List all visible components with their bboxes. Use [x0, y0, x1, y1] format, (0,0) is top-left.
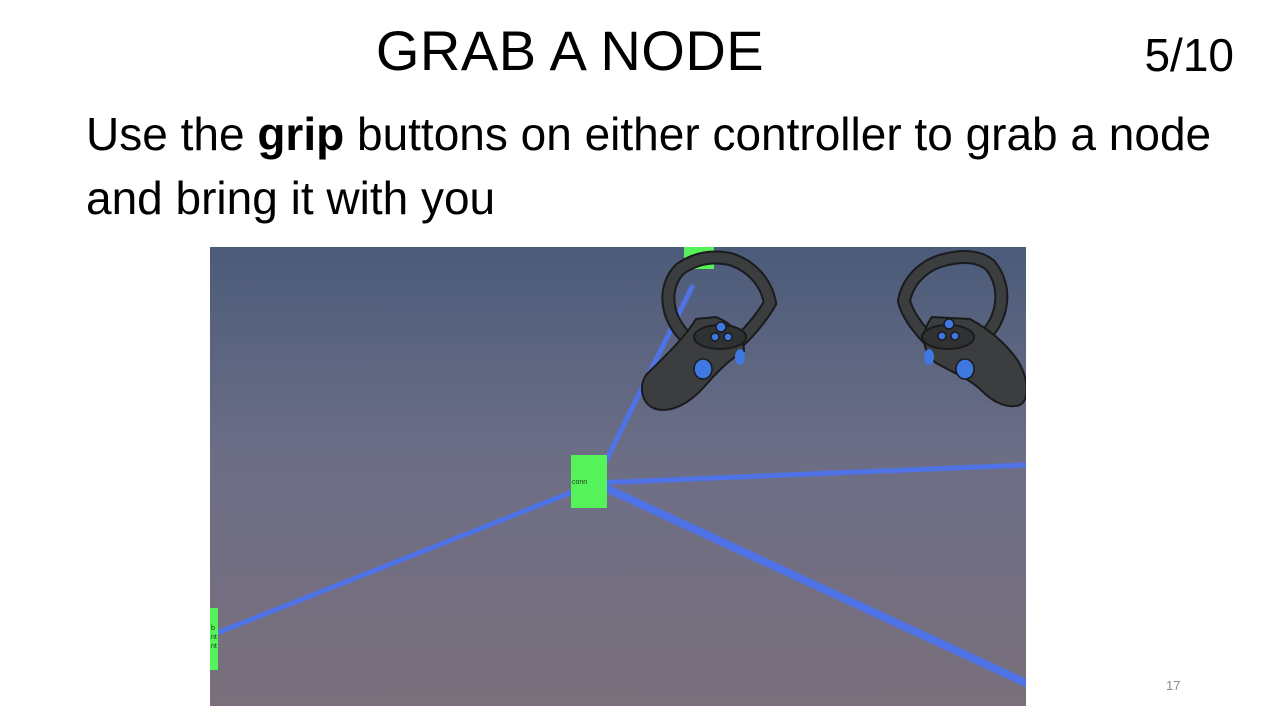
instruction-text-end: buttons on either controller to grab a n… — [86, 108, 1212, 224]
slide-title: GRAB A NODE — [375, 19, 765, 82]
instruction-text-start: Use the — [86, 108, 258, 160]
edge-to-bottom-right — [591, 479, 1026, 687]
left-controller-icon — [640, 250, 778, 411]
right-controller-icon — [896, 250, 1026, 408]
instruction-text: Use the grip buttons on either controlle… — [86, 102, 1236, 230]
progress-counter: 5/10 — [1144, 29, 1234, 81]
graph-node-center[interactable]: conn — [571, 455, 607, 508]
edge-to-right — [592, 462, 1026, 486]
instruction-text-emphasis: grip — [257, 108, 345, 160]
center-node-label: conn — [572, 479, 587, 486]
page-number: 17 — [1166, 678, 1181, 693]
edge-to-left-node — [210, 480, 598, 638]
scene-background — [210, 247, 1026, 706]
